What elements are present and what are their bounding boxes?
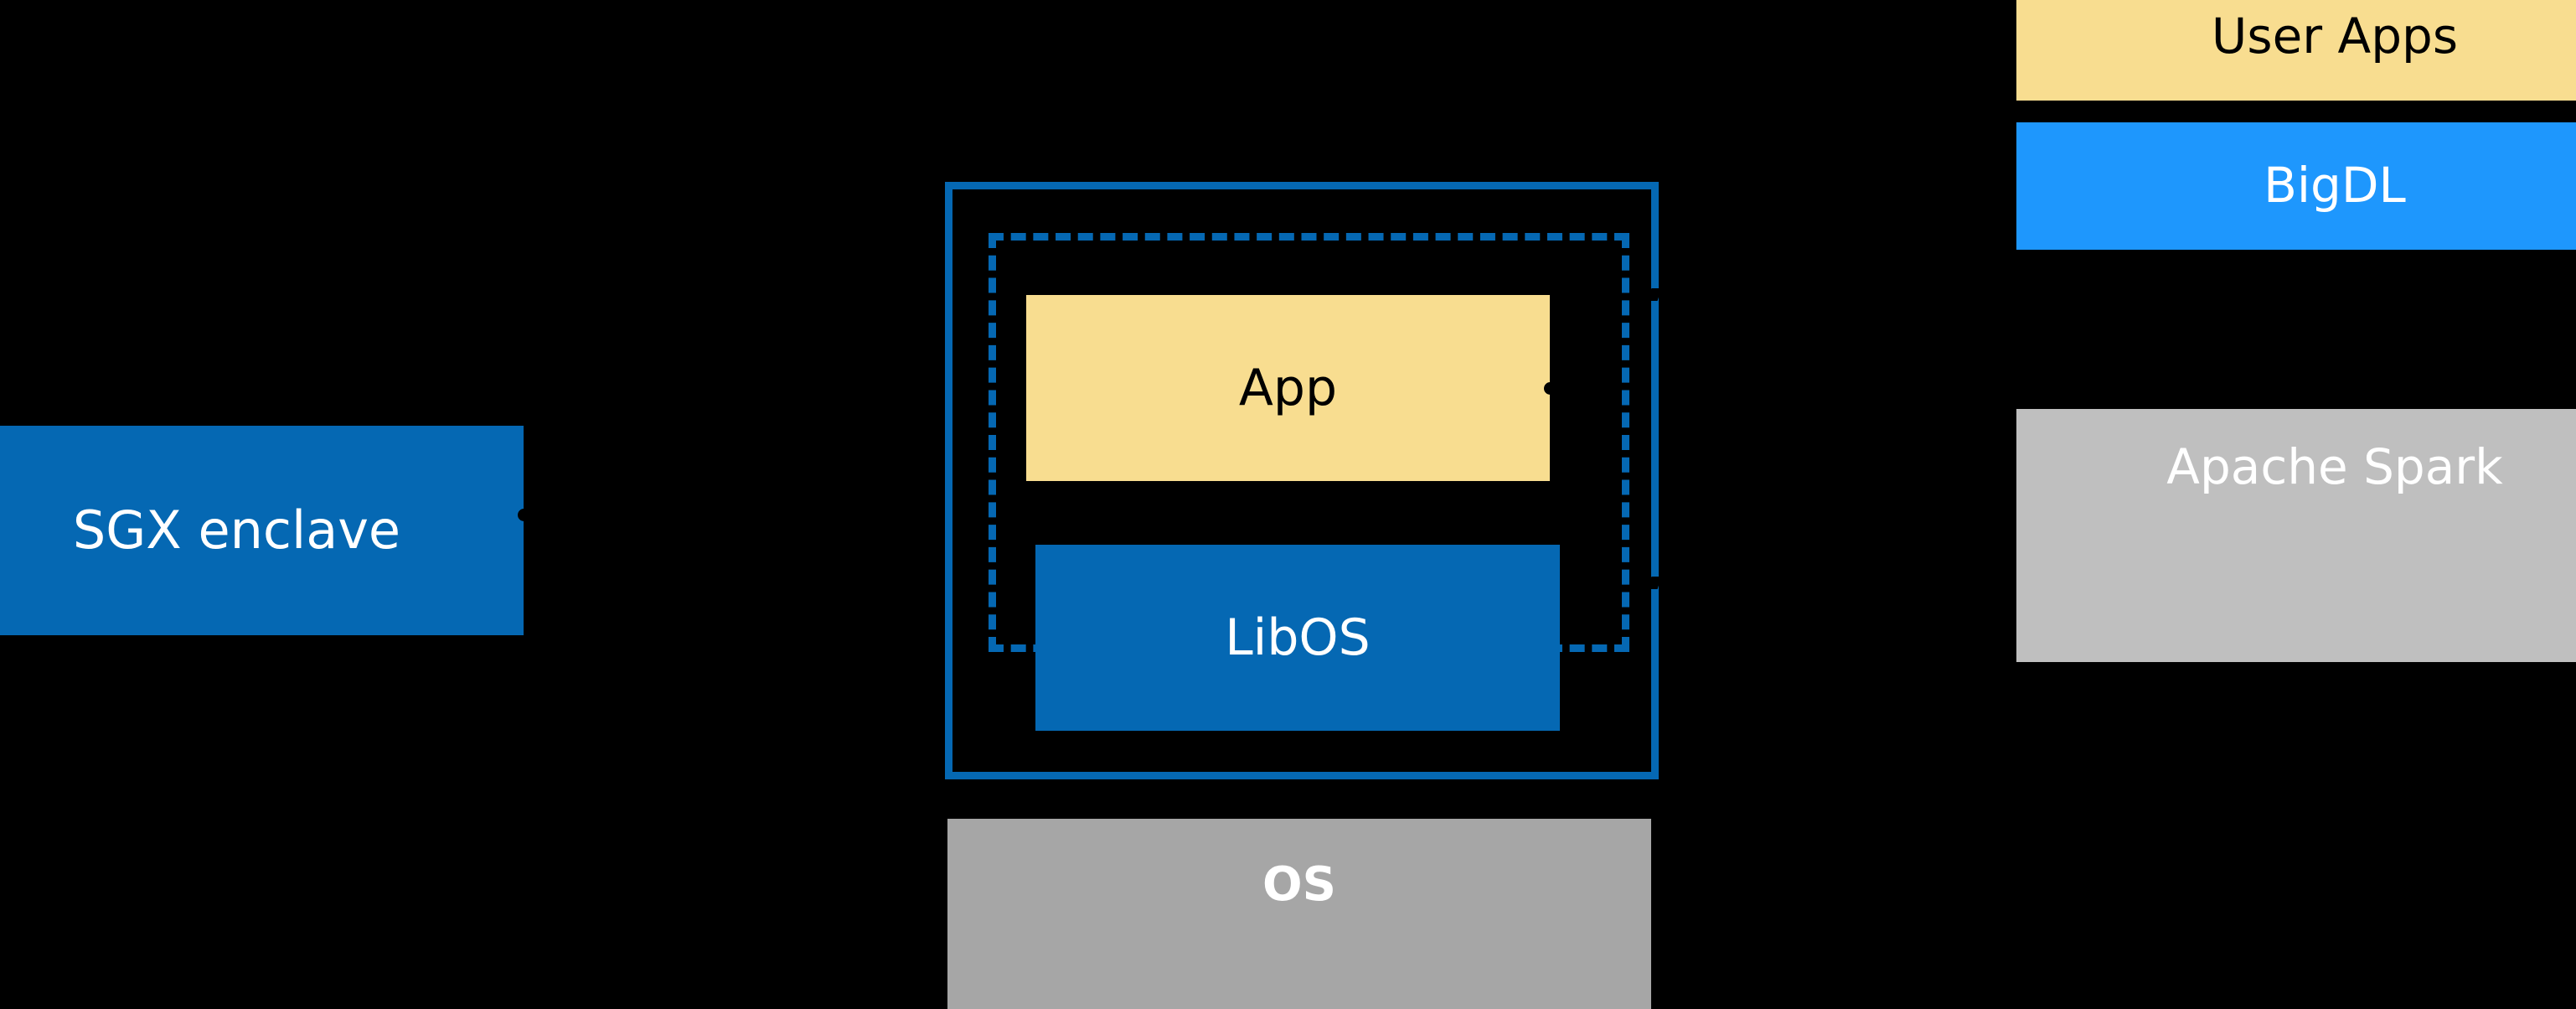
user-apps-label: User Apps: [2211, 8, 2459, 65]
libos-label: LibOS: [1225, 608, 1371, 667]
os-label: OS: [1262, 857, 1336, 912]
sgx-enclave-box: SGX enclave: [0, 426, 524, 635]
apache-spark-box: Apache Spark: [2016, 409, 2576, 662]
enclave-boundary-outline: [945, 182, 1659, 779]
connector-dot-icon: [518, 509, 530, 521]
os-box: OS: [947, 819, 1651, 1009]
sgx-enclave-label: SGX enclave: [72, 499, 401, 561]
connector-dot-icon: [1544, 382, 1556, 395]
user-apps-box: User Apps: [2016, 0, 2576, 101]
apache-spark-label: Apache Spark: [2166, 438, 2503, 495]
libos-box: LibOS: [1035, 545, 1560, 731]
app-label: App: [1238, 359, 1338, 417]
bigdl-label: BigDL: [2264, 157, 2406, 215]
bigdl-box: BigDL: [2016, 122, 2576, 250]
app-box: App: [1026, 295, 1550, 481]
